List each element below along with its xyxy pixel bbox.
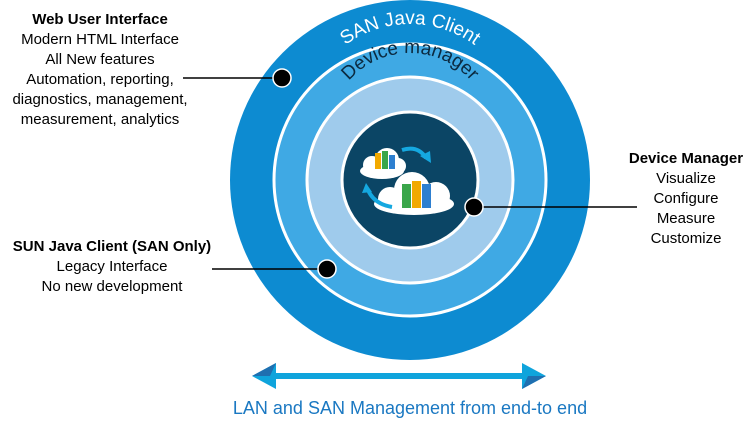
device-manager-callout-line: Measure xyxy=(656,210,716,227)
web-ui-callout-line: measurement, analytics xyxy=(20,111,180,128)
java-client-callout-line: No new development xyxy=(41,278,183,295)
java-client-callout: SUN Java Client (SAN Only) Legacy Interf… xyxy=(0,237,224,297)
device-manager-callout-line: Configure xyxy=(653,190,719,207)
double-arrow-icon xyxy=(252,363,546,389)
web-ui-callout: Web User Interface Modern HTML Interface… xyxy=(0,10,200,130)
device-manager-callout-line: Customize xyxy=(650,230,722,247)
device-callout-dot xyxy=(464,197,484,217)
sync-arrow-lower-head xyxy=(362,183,372,193)
sync-arrow-upper-head xyxy=(420,151,431,163)
lower-server-rack-icon xyxy=(402,181,431,208)
cloud-server-icon xyxy=(360,146,454,215)
web-ui-callout-line: Modern HTML Interface xyxy=(21,31,179,48)
device-manager-callout-title: Device Manager xyxy=(628,150,744,167)
web-ui-callout-title: Web User Interface xyxy=(32,11,168,28)
web-callout-dot xyxy=(272,68,292,88)
web-ui-callout-line: Automation, reporting, xyxy=(26,71,174,88)
device-manager-callout-line: Visualize xyxy=(656,170,716,187)
web-ui-callout-line: diagnostics, management, xyxy=(12,91,188,108)
device-manager-callout: Device Manager Visualize Configure Measu… xyxy=(622,149,750,249)
caption: LAN and SAN Management from end-to end xyxy=(232,398,588,418)
upper-server-rack-icon xyxy=(375,151,395,169)
java-client-callout-line: Legacy Interface xyxy=(56,258,168,275)
java-client-callout-title: SUN Java Client (SAN Only) xyxy=(12,238,212,255)
web-ui-callout-line: All New features xyxy=(45,51,155,68)
java-callout-dot xyxy=(317,259,337,279)
